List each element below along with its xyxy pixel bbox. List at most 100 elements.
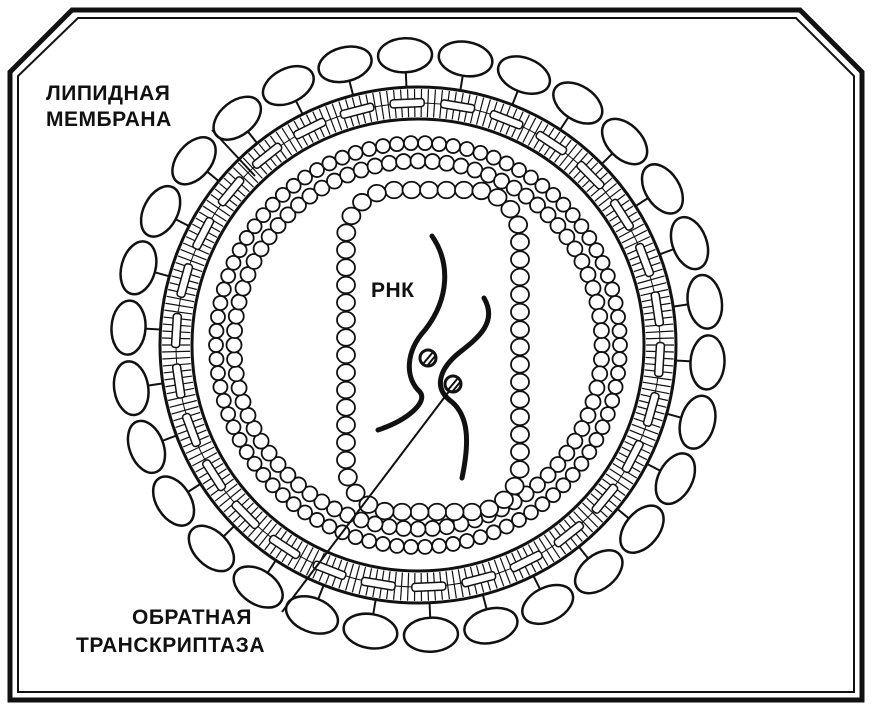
lipid-tail	[643, 375, 672, 381]
lipid-membrane-pointer	[211, 129, 256, 177]
matrix-bead	[588, 379, 606, 397]
transmembrane-anchor	[339, 102, 375, 120]
matrix-bead	[611, 351, 628, 367]
matrix-bead	[593, 322, 610, 339]
transmembrane-anchor	[653, 341, 666, 378]
matrix-bead	[290, 196, 307, 214]
matrix-bead	[225, 419, 242, 436]
matrix-bead	[594, 254, 611, 271]
frame-inner	[17, 17, 855, 693]
lipid-tail	[582, 502, 604, 523]
capsid-bead	[427, 502, 447, 522]
matrix-bead	[238, 230, 255, 246]
glycoprotein-stalk	[428, 602, 432, 619]
matrix-bead	[246, 218, 263, 235]
lipid-tail	[432, 89, 437, 118]
capsid-bead	[510, 355, 530, 374]
rna-strand-2	[438, 295, 492, 481]
glycoprotein-knob	[126, 419, 167, 475]
matrix-bead	[301, 485, 319, 503]
matrix-bead	[511, 512, 527, 528]
capsid-bead	[510, 302, 530, 322]
matrix-bead	[347, 529, 364, 546]
matrix-bead	[285, 177, 302, 194]
capsid-bead	[419, 180, 439, 200]
lipid-tail	[237, 162, 259, 184]
matrix-bead	[458, 533, 475, 549]
matrix-bead	[485, 524, 502, 541]
glycoprotein-knob	[463, 606, 519, 645]
lipid-tail	[631, 423, 659, 435]
matrix-bead	[438, 518, 456, 536]
lipid-tail	[242, 157, 263, 179]
matrix-bead	[361, 141, 378, 157]
matrix-bead	[366, 157, 384, 175]
glycoprotein-knob	[139, 184, 182, 238]
matrix-bead	[274, 487, 291, 504]
glycoprotein-knob	[573, 549, 624, 595]
lipid-tail	[577, 506, 599, 528]
matrix-bead	[581, 230, 598, 246]
matrix-bead	[264, 196, 281, 213]
glycoprotein-stalk	[578, 546, 590, 560]
capsid-bead	[336, 258, 356, 277]
matrix-bead	[255, 466, 272, 483]
matrix-bead	[549, 456, 567, 473]
matrix-bead	[395, 520, 412, 537]
matrix-bead	[545, 487, 562, 504]
lipid-tail	[558, 143, 578, 167]
lipid-tail	[457, 569, 464, 598]
lipid-tail	[641, 387, 670, 395]
glycoprotein-stalk	[316, 584, 325, 601]
matrix-bead	[309, 512, 325, 528]
capsid-bead	[510, 285, 530, 304]
matrix-bead	[558, 444, 576, 462]
lipid-tail	[594, 182, 617, 202]
glycoprotein-stalk	[666, 412, 683, 419]
matrix-bead	[573, 218, 590, 235]
glycoprotein-stalk	[559, 115, 570, 131]
lipid-membrane	[158, 85, 678, 605]
glycoprotein-stalk	[222, 525, 235, 538]
matrix-bead	[566, 240, 584, 258]
lipid-tail	[177, 255, 205, 267]
matrix-bead	[210, 365, 226, 382]
glycoprotein-knob	[437, 40, 494, 78]
matrix-bead	[593, 351, 610, 368]
membrane-inner-edge	[190, 117, 646, 573]
glycoprotein-stalk	[511, 89, 520, 106]
capsid-bead	[336, 275, 356, 295]
matrix-bead	[593, 336, 611, 354]
matrix-bead	[612, 337, 628, 353]
matrix-bead	[269, 456, 287, 473]
lipid-tail	[331, 103, 343, 131]
transmembrane-anchor	[461, 570, 497, 588]
matrix-bead	[225, 254, 242, 271]
matrix-bead	[610, 308, 626, 325]
transmembrane-anchor	[535, 130, 568, 156]
matrix-bead	[564, 207, 581, 224]
transmembrane-anchor	[231, 500, 260, 530]
transmembrane-anchor	[181, 412, 202, 448]
glycoprotein-stalk	[675, 359, 692, 363]
transmembrane-anchor	[360, 576, 397, 591]
matrix-bead	[523, 504, 539, 521]
glycoprotein-stalk	[672, 303, 690, 308]
lipid-tail	[522, 117, 537, 143]
matrix-bead	[558, 228, 576, 246]
glycoprotein-stalk	[634, 196, 650, 207]
capsid-bead	[336, 363, 356, 382]
matrix-bead	[375, 536, 391, 552]
matrix-bead	[493, 172, 510, 190]
capsid-bead	[510, 372, 530, 392]
matrix-bead	[245, 253, 263, 270]
capsid-bead	[409, 502, 430, 522]
capsid-bead	[494, 490, 514, 509]
lipid-tail	[475, 97, 485, 125]
matrix-bead	[255, 207, 272, 224]
capsid-bead	[374, 501, 395, 521]
lipid-tail	[171, 405, 199, 415]
matrix-bead	[599, 268, 616, 284]
lipid-tail	[232, 167, 254, 188]
matrix-bead	[321, 518, 338, 535]
